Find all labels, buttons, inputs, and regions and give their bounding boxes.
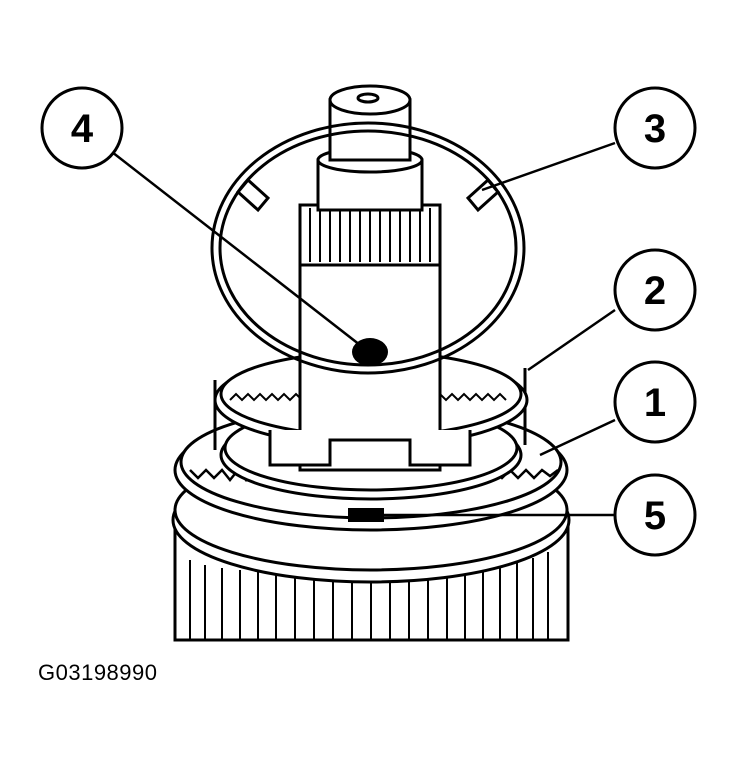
figure-code: G03198990 xyxy=(38,660,158,685)
callout-1: 1 xyxy=(613,360,697,444)
callout-3: 3 xyxy=(613,86,697,170)
callout-2: 2 xyxy=(613,248,697,332)
callout-2-label: 2 xyxy=(644,269,666,313)
callout-3-label: 3 xyxy=(644,107,666,151)
callout-4: 4 xyxy=(40,86,124,170)
callout-1-label: 1 xyxy=(644,381,666,425)
retainer-ring xyxy=(210,121,526,375)
ring-notch xyxy=(348,508,384,522)
callout-4-label: 4 xyxy=(71,107,94,151)
callout-5-label: 5 xyxy=(644,494,666,538)
shaft-ball xyxy=(352,338,388,366)
leader-lines xyxy=(111,141,616,517)
callout-5: 5 xyxy=(613,473,697,557)
